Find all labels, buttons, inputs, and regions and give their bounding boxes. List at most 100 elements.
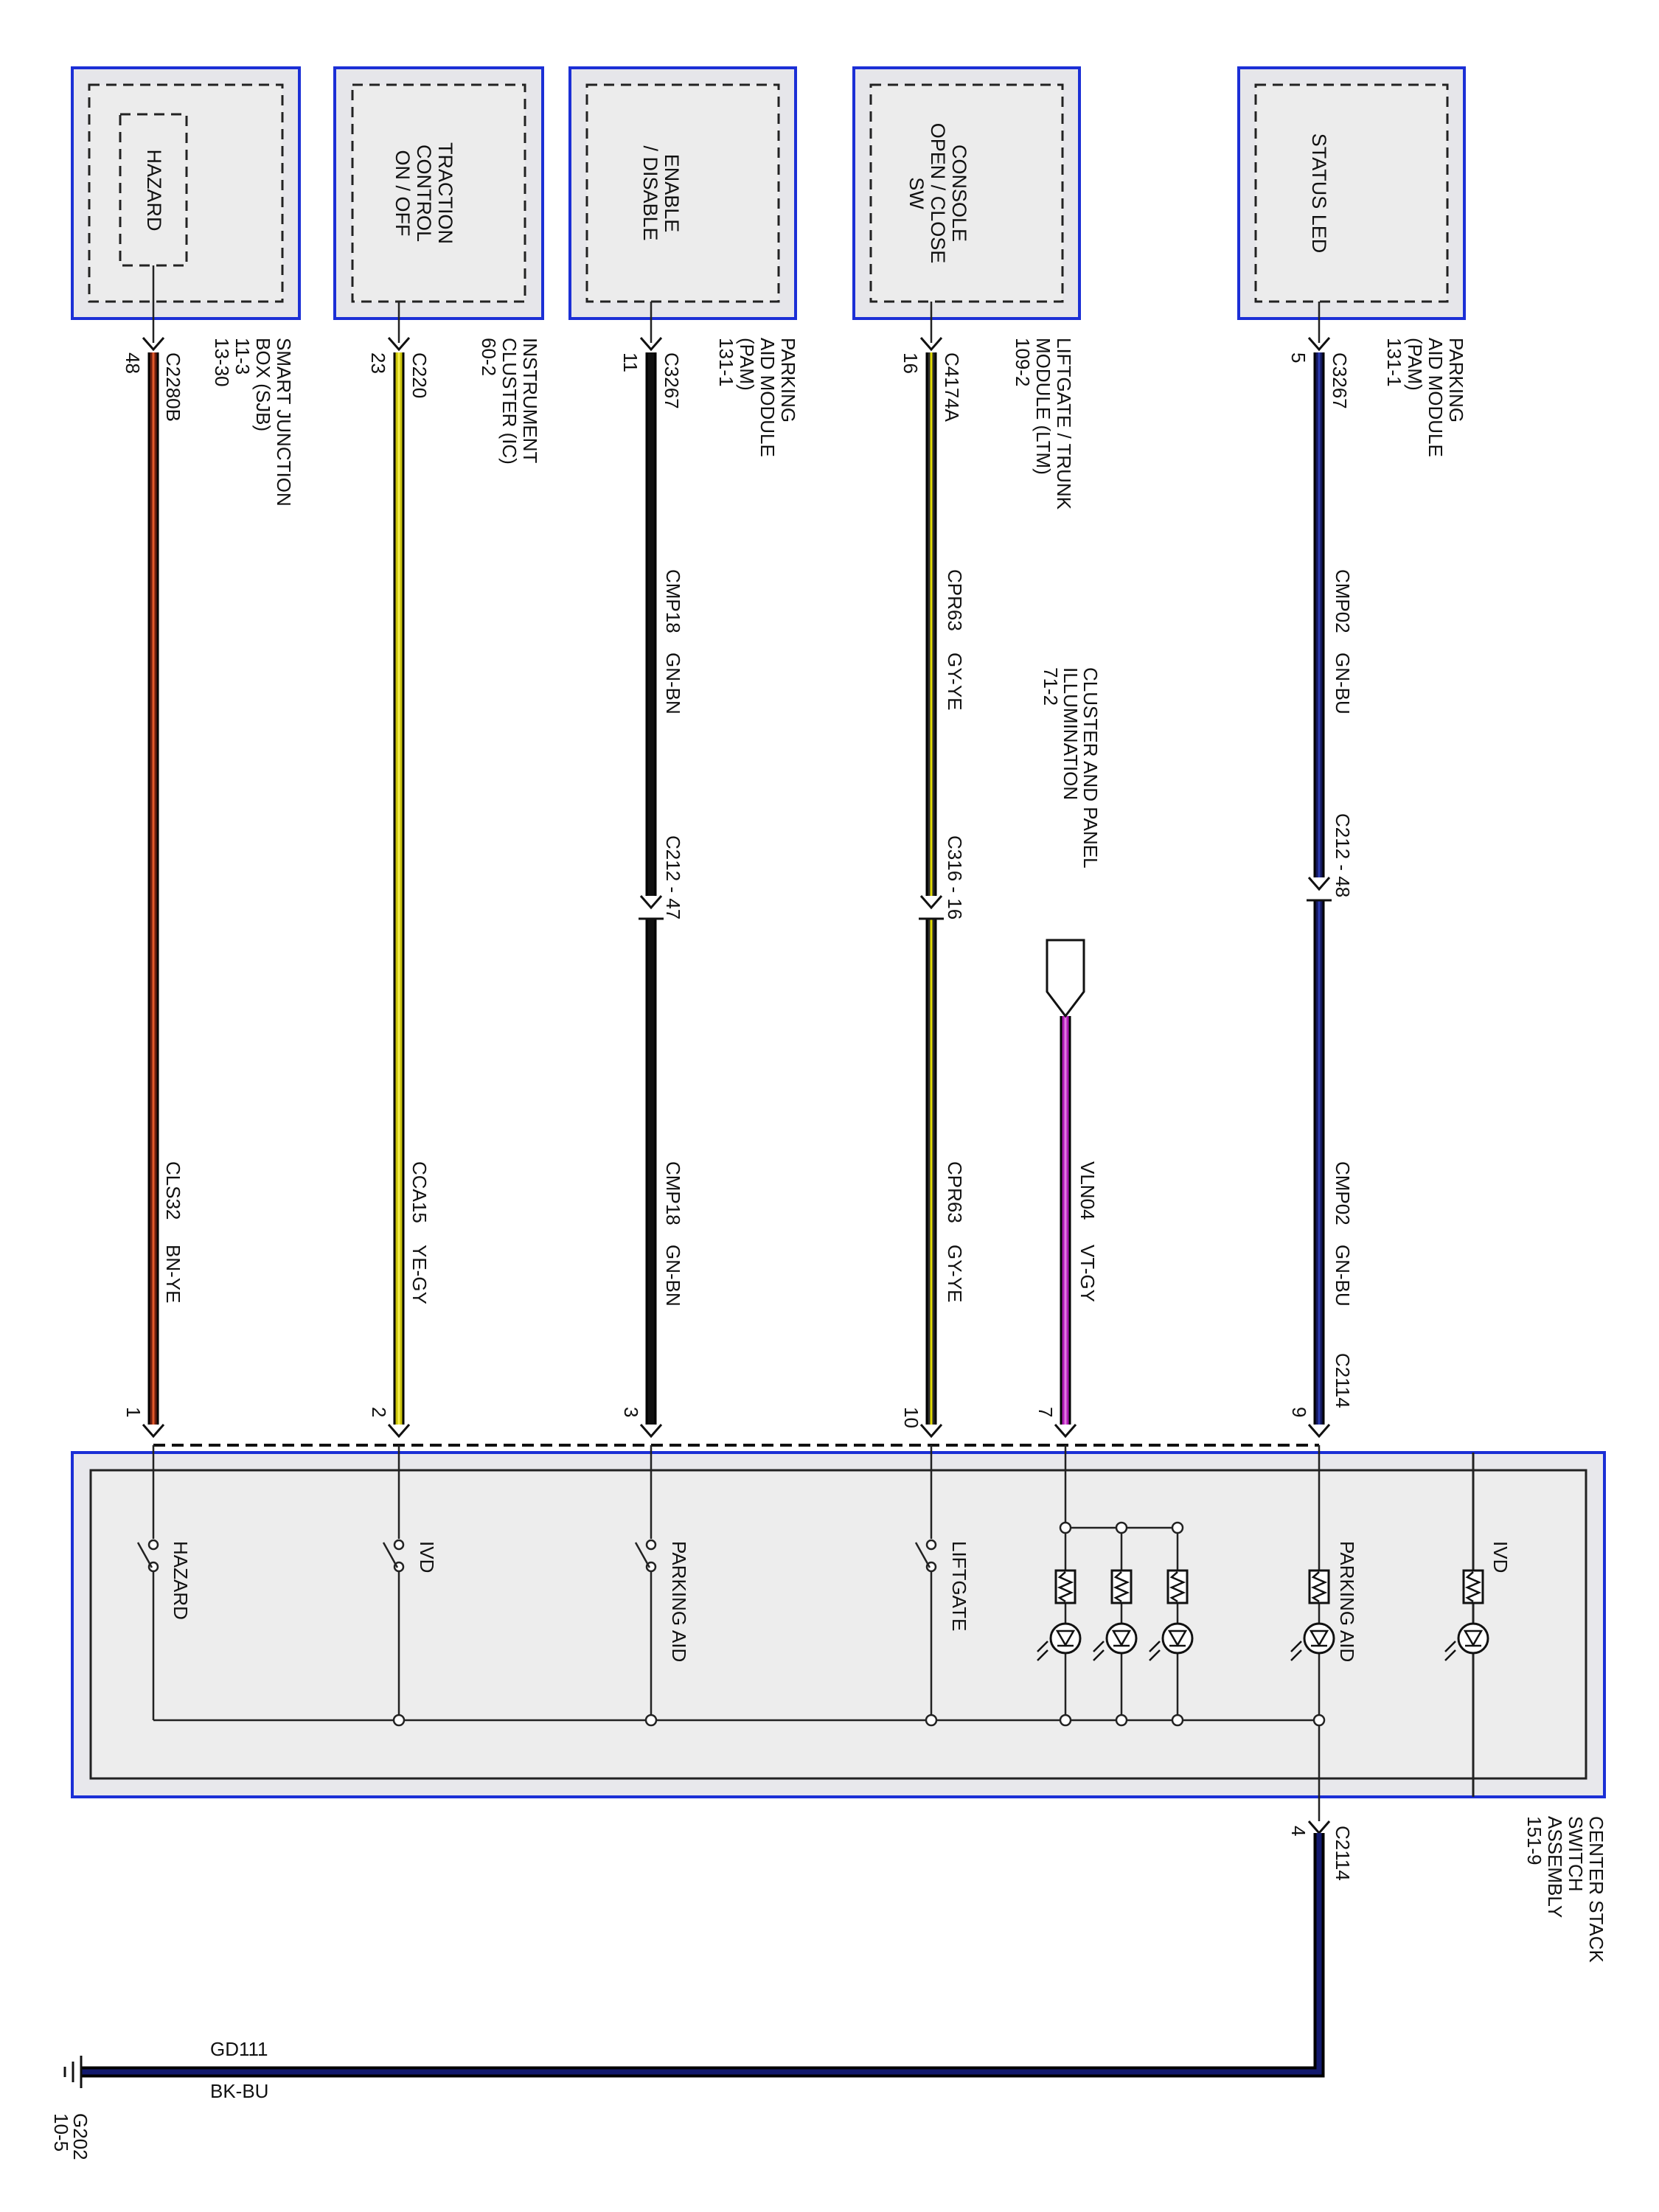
switch-label-liftgate: LIFTGATE	[948, 1541, 970, 1631]
sjb-line-4: 13-30	[211, 338, 233, 387]
bottom-pin-numbers: 1 2 3 10 7 9	[122, 1407, 1310, 1428]
junction-dots	[392, 1521, 1326, 1727]
pam-a-line-4: 131-1	[715, 338, 737, 387]
circuit-cmp02-a: CMP02	[1332, 569, 1354, 633]
led-2	[1093, 1569, 1138, 1661]
enable-disable-box: ENABLE / DISABLE	[568, 66, 797, 320]
color-gn-bn-b: GN-BN	[662, 1245, 684, 1307]
illumination-line-2: ILLUMINATION	[1060, 667, 1082, 800]
switch-parking-aid	[634, 1539, 657, 1573]
ic-line-1: INSTRUMENT	[519, 338, 541, 464]
connector-c3267-b: C3267	[1329, 352, 1351, 409]
lower-circuit-labels: CLS32 BN-YE CCA15 YE-GY CMP18 GN-BN CPR6…	[162, 1161, 1354, 1408]
ic-line-3: 60-2	[478, 338, 500, 376]
console-switch-box: CONSOLE OPEN / CLOSE SW	[852, 66, 1081, 320]
illumination-line-3: 71-2	[1040, 667, 1062, 706]
pam-b-line-1: PARKING	[1445, 338, 1467, 422]
pin-16: 16	[900, 352, 922, 374]
color-gn-bu-b: GN-BU	[1332, 1245, 1354, 1307]
switch-liftgate	[914, 1539, 937, 1573]
ltm-line-3: 109-2	[1012, 338, 1034, 387]
led-label-parking-aid: PARKING AID	[1336, 1541, 1358, 1662]
pam-b-line-2: AID MODULE	[1425, 338, 1447, 457]
connector-c2280b: C2280B	[162, 352, 184, 422]
led-4	[1290, 1569, 1335, 1661]
color-gn-bn-a: GN-BN	[662, 653, 684, 714]
assembly-line-1: CENTER STACK	[1585, 1816, 1607, 1964]
console-box-line-1: CONSOLE	[948, 145, 970, 242]
pam-b-line-4: 131-1	[1383, 338, 1405, 387]
upper-circuit-labels: CMP18 GN-BN CPR63 GY-YE CMP02 GN-BU	[662, 569, 1354, 714]
ground-icon	[63, 2056, 83, 2088]
ground-circuit-gd111: GD111	[210, 2038, 268, 2060]
console-box-line-2: OPEN / CLOSE	[927, 123, 949, 264]
box-lead-lines	[152, 265, 1321, 343]
ground-point-line-1: G202	[69, 2113, 91, 2160]
illumination-source: CLUSTER AND PANEL ILLUMINATION 71-2	[1040, 667, 1102, 1018]
sjb-line-2: BOX (SJB)	[252, 338, 274, 431]
assembly-line-3: ASSEMBLY	[1544, 1816, 1566, 1918]
illumination-line-1: CLUSTER AND PANEL	[1079, 667, 1102, 869]
pin-10: 10	[900, 1407, 922, 1428]
pin-7: 7	[1034, 1407, 1057, 1417]
connector-c2114-ground: C2114	[1332, 1826, 1354, 1881]
pam-a-line-1: PARKING	[777, 338, 799, 422]
circuit-cmp18-a: CMP18	[662, 569, 684, 633]
connector-c220: C220	[408, 352, 431, 398]
hazard-module-box: HAZARD	[71, 66, 301, 320]
connector-c3267-a: C3267	[661, 352, 683, 409]
indicator-leds	[1037, 1569, 1489, 1661]
color-gy-ye-b: GY-YE	[944, 1245, 966, 1303]
hazard-box-label: HAZARD	[143, 149, 165, 231]
console-box-line-3: SW	[905, 177, 928, 209]
ltm-line-1: LIFTGATE / TRUNK	[1053, 338, 1075, 510]
circuit-cmp18-b: CMP18	[662, 1161, 684, 1225]
color-gy-ye-a: GY-YE	[944, 653, 966, 711]
inline-connectors	[639, 877, 1332, 920]
status-led-box-label: STATUS LED	[1308, 133, 1330, 254]
center-stack-switch-assembly	[71, 1451, 1606, 1798]
circuit-cpr63-b: CPR63	[944, 1161, 966, 1223]
inline-c212-47: C212 - 47	[662, 835, 684, 919]
color-bn-ye: BN-YE	[162, 1245, 184, 1303]
switch-hazard	[136, 1539, 159, 1573]
pin-2: 2	[368, 1407, 390, 1417]
assembly-label: CENTER STACK SWITCH ASSEMBLY 151-9	[1523, 1816, 1607, 1964]
ground-point-line-2: 10-5	[50, 2113, 72, 2152]
color-vt-gy: VT-GY	[1077, 1245, 1099, 1302]
pin-1: 1	[122, 1407, 145, 1417]
ground-circuit: C2114 4 GD111 BK-BU G202 10-5	[50, 1820, 1354, 2160]
switch-labels: HAZARD IVD PARKING AID LIFTGATE PARKING …	[170, 1541, 1512, 1662]
ground-color-bk-bu: BK-BU	[210, 2080, 268, 2102]
assembly-line-2: SWITCH	[1565, 1816, 1587, 1892]
pam-a-line-3: (PAM)	[736, 338, 758, 391]
switch-label-ivd: IVD	[416, 1541, 438, 1573]
pin-4: 4	[1287, 1826, 1310, 1836]
inline-c212-48: C212 - 48	[1332, 813, 1354, 897]
inline-c316-16: C316 - 16	[944, 835, 966, 919]
enable-box-line-1: ENABLE	[661, 154, 683, 233]
ltm-line-2: MODULE (LTM)	[1032, 338, 1054, 475]
pin-48: 48	[122, 352, 144, 374]
pam-b-line-3: (PAM)	[1404, 338, 1426, 391]
sjb-line-3: 11-3	[232, 338, 254, 375]
ic-line-2: CLUSTER (IC)	[498, 338, 521, 465]
led-5	[1444, 1569, 1489, 1661]
pam-a-line-2: AID MODULE	[757, 338, 779, 457]
pin-9: 9	[1288, 1407, 1310, 1417]
module-labels: 48 C2280B SMART JUNCTION BOX (SJB) 11-3 …	[122, 338, 1467, 510]
pin-5: 5	[1287, 352, 1310, 363]
color-ye-gy: YE-GY	[408, 1245, 431, 1304]
assembly-line-4: 151-9	[1523, 1816, 1545, 1865]
switch-label-hazard: HAZARD	[170, 1541, 192, 1620]
traction-box-line-1: TRACTION	[434, 142, 456, 244]
pin-11: 11	[619, 352, 641, 372]
traction-box-line-2: CONTROL	[413, 145, 435, 242]
wires	[147, 352, 1325, 1425]
led-1	[1037, 1569, 1082, 1661]
connector-c2114-top: C2114	[1332, 1353, 1354, 1408]
led-3	[1149, 1569, 1194, 1661]
pin-3: 3	[620, 1407, 642, 1417]
circuit-cmp02-b: CMP02	[1332, 1161, 1354, 1225]
top-pin-arrows	[142, 337, 1331, 352]
